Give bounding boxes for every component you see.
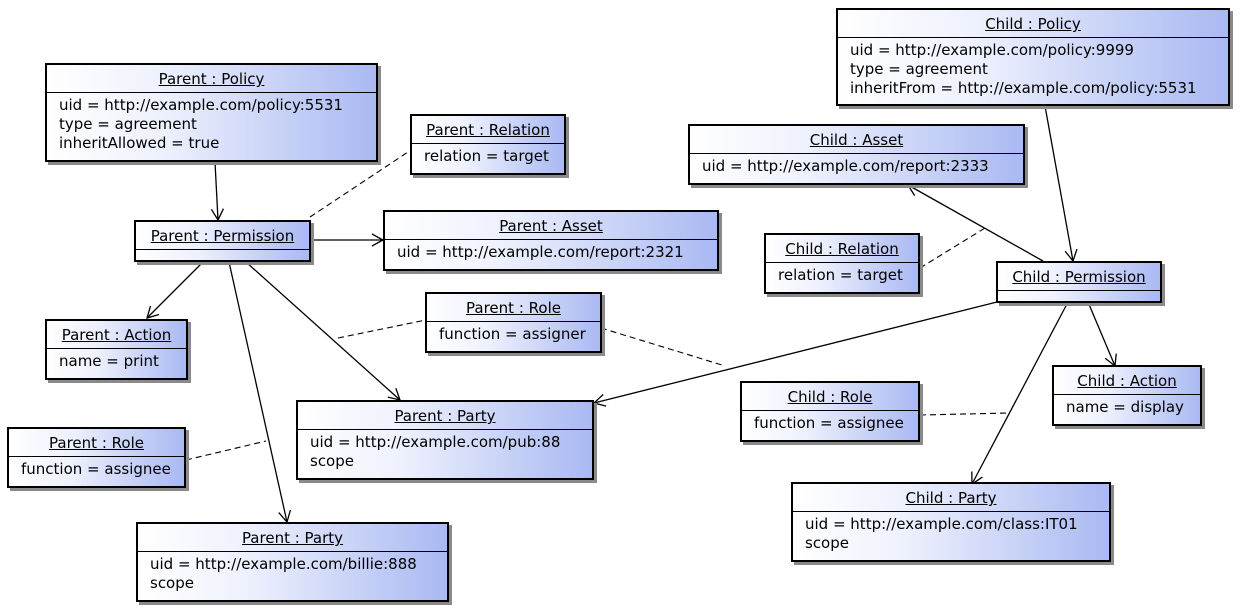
object-title: Parent : Policy <box>47 65 376 93</box>
parent-role-assigner-box: Parent : Role function = assigner <box>425 292 602 353</box>
link-child-permission-to-party-class <box>971 301 1069 486</box>
parent-permission-box: Parent : Permission <box>134 220 311 262</box>
attribute: type = agreement <box>850 60 988 78</box>
parent-role-assignee-box: Parent : Role function = assignee <box>7 427 186 488</box>
link-parent-permission-to-party-pub <box>245 261 402 401</box>
link-child-permission-to-asset <box>906 184 1044 262</box>
attribute: relation = target <box>778 266 903 284</box>
anchor-child-role-assignee <box>919 412 1011 416</box>
link-child-permission-to-action <box>1087 301 1117 368</box>
object-title: Parent : Asset <box>385 212 717 240</box>
child-asset-box: Child : Asset uid = http://example.com/r… <box>688 124 1025 185</box>
child-role-assignee-box: Child : Role function = assignee <box>740 381 920 442</box>
child-permission-box: Child : Permission <box>996 261 1162 303</box>
anchor-child-relation <box>919 227 986 269</box>
parent-action-box: Parent : Action name = print <box>45 319 188 380</box>
object-title: Child : Role <box>742 383 918 411</box>
object-title: Parent : Permission <box>136 222 309 250</box>
attribute: function = assignee <box>754 414 904 432</box>
link-child-policy-to-permission <box>1044 105 1078 263</box>
attribute: uid = http://example.com/policy:9999 <box>850 41 1134 59</box>
attribute: name = print <box>59 352 159 370</box>
object-title: Child : Action <box>1054 367 1200 395</box>
object-title: Parent : Action <box>47 321 186 349</box>
object-title: Parent : Role <box>9 429 184 457</box>
object-title: Parent : Party <box>298 402 592 430</box>
attribute: function = assignee <box>21 460 171 478</box>
child-party-class-box: Child : Party uid = http://example.com/c… <box>791 482 1111 562</box>
attribute: scope <box>805 534 849 552</box>
attribute: relation = target <box>424 147 549 165</box>
object-title: Child : Asset <box>690 126 1023 154</box>
object-title: Parent : Role <box>427 294 600 322</box>
parent-asset-box: Parent : Asset uid = http://example.com/… <box>383 210 719 271</box>
object-title: Parent : Party <box>138 524 447 552</box>
attribute: uid = http://example.com/billie:888 <box>150 555 417 573</box>
anchor-parent-role-assignee <box>185 440 267 461</box>
attribute: name = display <box>1066 398 1184 416</box>
attribute: scope <box>150 574 194 592</box>
anchor-parent-role-assigner-child <box>600 327 723 366</box>
attribute: type = agreement <box>59 115 197 133</box>
parent-policy-box: Parent : Policy uid = http://example.com… <box>45 63 378 162</box>
child-relation-box: Child : Relation relation = target <box>764 233 920 294</box>
attribute: scope <box>310 452 354 470</box>
link-parent-permission-to-action <box>146 261 204 319</box>
parent-party-billie-box: Parent : Party uid = http://example.com/… <box>136 522 449 602</box>
link-parent-policy-to-permission <box>210 161 225 222</box>
attribute: uid = http://example.com/report:2321 <box>397 243 684 261</box>
attribute: function = assigner <box>439 325 586 343</box>
child-policy-box: Child : Policy uid = http://example.com/… <box>836 8 1230 106</box>
parent-party-pub-box: Parent : Party uid = http://example.com/… <box>296 400 594 480</box>
link-child-permission-to-parent-party-pub <box>592 301 998 407</box>
object-title: Child : Policy <box>838 10 1228 38</box>
object-title: Child : Permission <box>998 263 1160 291</box>
link-parent-permission-to-party-billie <box>228 261 292 524</box>
object-title: Child : Party <box>793 484 1109 512</box>
attribute: inheritFrom = http://example.com/policy:… <box>850 79 1197 97</box>
object-title: Child : Relation <box>766 235 918 263</box>
attribute: uid = http://example.com/policy:5531 <box>59 96 343 114</box>
attribute: uid = http://example.com/report:2333 <box>702 157 989 175</box>
child-action-box: Child : Action name = display <box>1052 365 1202 426</box>
parent-relation-box: Parent : Relation relation = target <box>410 114 566 175</box>
attribute: uid = http://example.com/pub:88 <box>310 433 561 451</box>
anchor-parent-role-assigner <box>337 319 427 339</box>
attribute: uid = http://example.com/class:IT01 <box>805 515 1078 533</box>
attribute: inheritAllowed = true <box>59 134 220 152</box>
object-title: Parent : Relation <box>412 116 564 144</box>
